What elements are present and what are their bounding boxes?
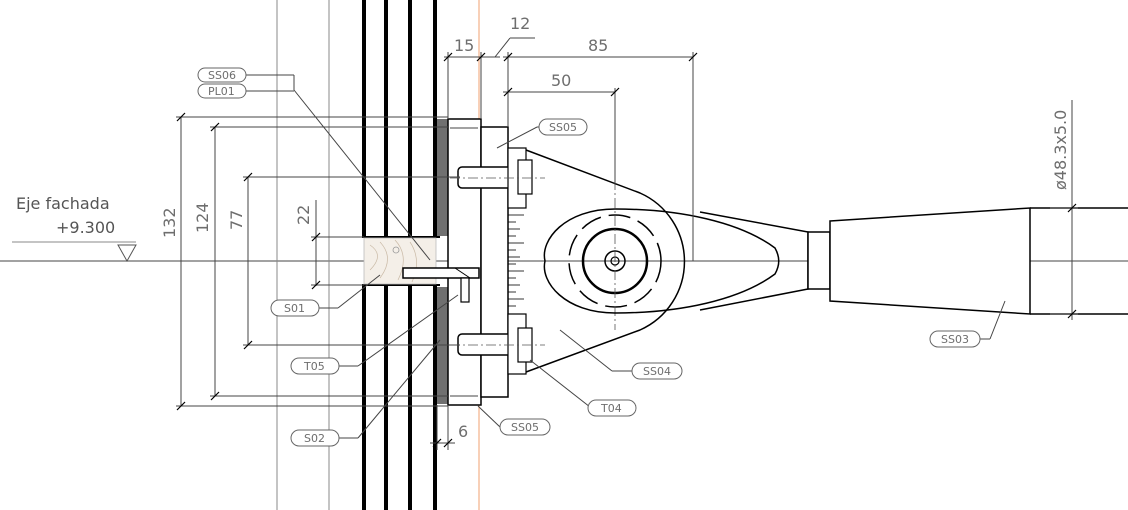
dim-50: 50 xyxy=(551,71,571,90)
tag-ss03: SS03 xyxy=(929,330,981,348)
dim-124: 124 xyxy=(193,202,212,233)
dim-77: 77 xyxy=(227,210,246,230)
fork-end xyxy=(543,208,780,314)
level-marker-triangle xyxy=(117,244,137,263)
svg-text:S01: S01 xyxy=(284,302,305,315)
bolt-lower xyxy=(450,313,545,375)
inner-plate xyxy=(402,267,480,303)
triangular-bracket xyxy=(525,149,686,373)
svg-text:SS05: SS05 xyxy=(549,121,577,134)
tag-s02: S02 xyxy=(290,429,340,447)
bolt-upper xyxy=(450,147,545,209)
svg-text:SS04: SS04 xyxy=(643,365,671,378)
dimension-ticks xyxy=(176,52,1077,448)
dim-22: 22 xyxy=(294,205,313,225)
tag-ss05-top: SS05 xyxy=(538,118,588,136)
dim-12: 12 xyxy=(510,14,530,33)
svg-text:T05: T05 xyxy=(303,360,325,373)
tag-ss04: SS04 xyxy=(631,362,683,380)
dim-6: 6 xyxy=(458,422,468,441)
glass-joint xyxy=(362,236,440,286)
base-plate xyxy=(447,118,509,406)
dim-tube: ø48.3x5.0 xyxy=(1051,110,1070,190)
svg-text:SS03: SS03 xyxy=(941,333,969,346)
dim-85: 85 xyxy=(588,36,608,55)
plate-scale-ticks xyxy=(508,214,524,307)
level-label: Eje fachada xyxy=(16,194,110,213)
tube xyxy=(807,207,1128,315)
tag-t04: T04 xyxy=(587,399,637,417)
tag-pl01: PL01 xyxy=(197,83,247,99)
dim-132: 132 xyxy=(160,207,179,238)
glass-panes-upper xyxy=(362,0,437,237)
svg-text:S02: S02 xyxy=(304,432,325,445)
glass-panes-lower xyxy=(362,285,437,510)
svg-text:SS06: SS06 xyxy=(208,69,236,82)
svg-text:PL01: PL01 xyxy=(208,85,235,98)
tag-s01: S01 xyxy=(270,299,320,317)
dim-15: 15 xyxy=(454,36,474,55)
level-value: +9.300 xyxy=(56,218,115,237)
tag-ss05-bottom: SS05 xyxy=(499,418,551,436)
tag-t05: T05 xyxy=(290,357,340,375)
svg-text:T04: T04 xyxy=(600,402,622,415)
dimension-lines xyxy=(176,37,1078,450)
svg-text:SS05: SS05 xyxy=(511,421,539,434)
tag-ss06: SS06 xyxy=(197,67,247,83)
